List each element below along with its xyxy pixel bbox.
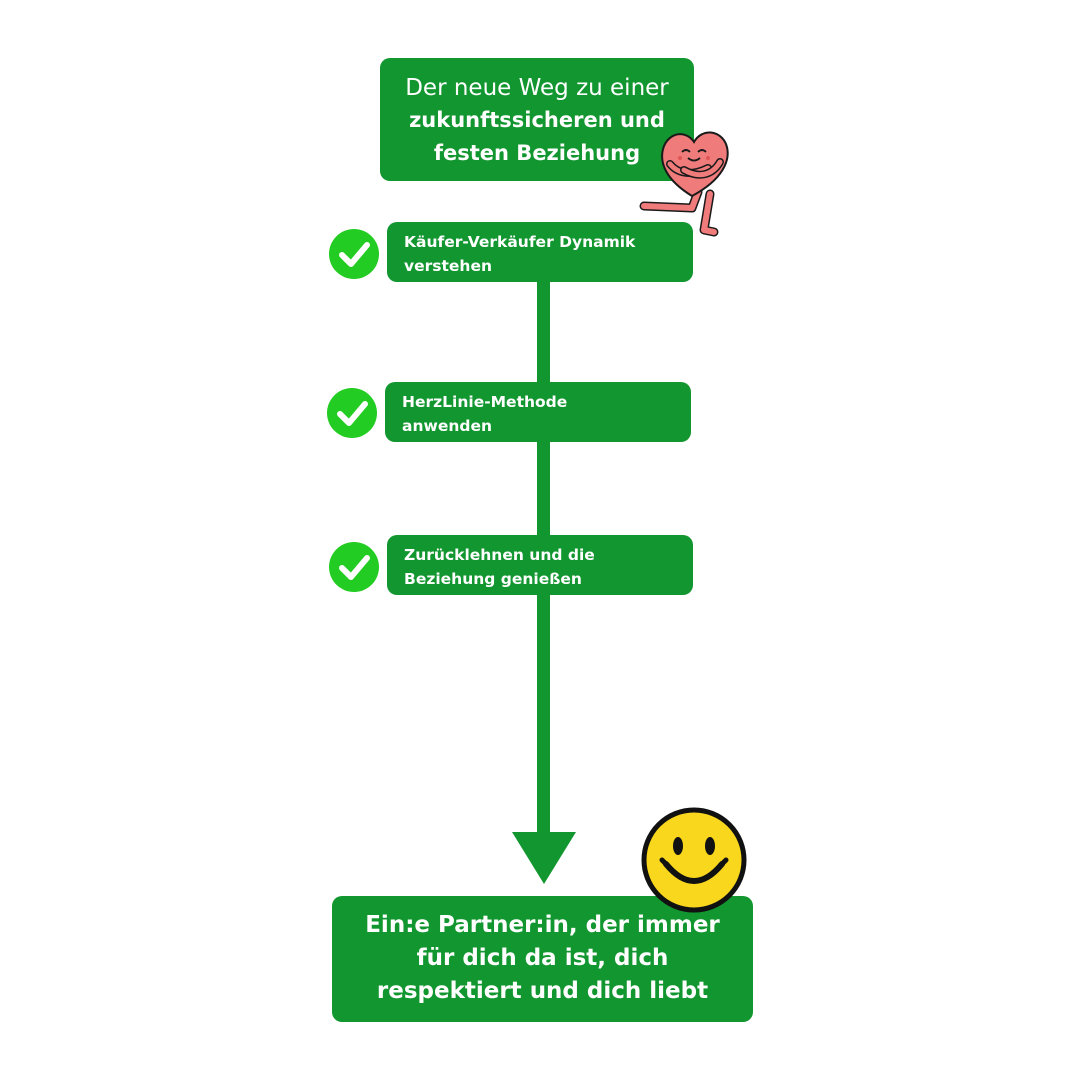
result-line-1: Ein:e Partner:in, der immer (365, 912, 720, 938)
step-1-line-1: Käufer-Verkäufer Dynamik (404, 233, 636, 251)
hugging-heart-character-icon (639, 131, 729, 237)
result-line-3: respektiert und dich liebt (376, 978, 709, 1004)
result-box: Ein:e Partner:in, der immer für dich da … (332, 896, 753, 1022)
down-arrow-icon (512, 832, 576, 884)
step-2-box: HerzLinie-Methode anwenden (385, 382, 691, 442)
connector-line-1 (537, 282, 550, 382)
step-1-line-2: verstehen (404, 257, 492, 275)
title-box: Der neue Weg zu einer zukunftssicheren u… (380, 58, 694, 181)
title-line-1: Der neue Weg zu einer (405, 75, 669, 101)
title-line-2: zukunftssicheren und (409, 108, 665, 132)
check-circle-icon (327, 388, 377, 438)
check-circle-icon (329, 542, 379, 592)
smiley-face-icon (641, 807, 747, 913)
result-line-2: für dich da ist, dich (416, 945, 669, 971)
step-3-line-2: Beziehung genießen (404, 570, 582, 588)
connector-line-3 (537, 595, 550, 835)
check-circle-icon (329, 229, 379, 279)
step-1-box: Käufer-Verkäufer Dynamik verstehen (387, 222, 693, 282)
connector-line-2 (537, 442, 550, 535)
step-2-line-1: HerzLinie-Methode (402, 393, 568, 411)
step-3-box: Zurücklehnen und die Beziehung genießen (387, 535, 693, 595)
step-3-line-1: Zurücklehnen und die (404, 546, 595, 564)
step-2-line-2: anwenden (402, 417, 493, 435)
title-line-3: festen Beziehung (433, 141, 641, 165)
